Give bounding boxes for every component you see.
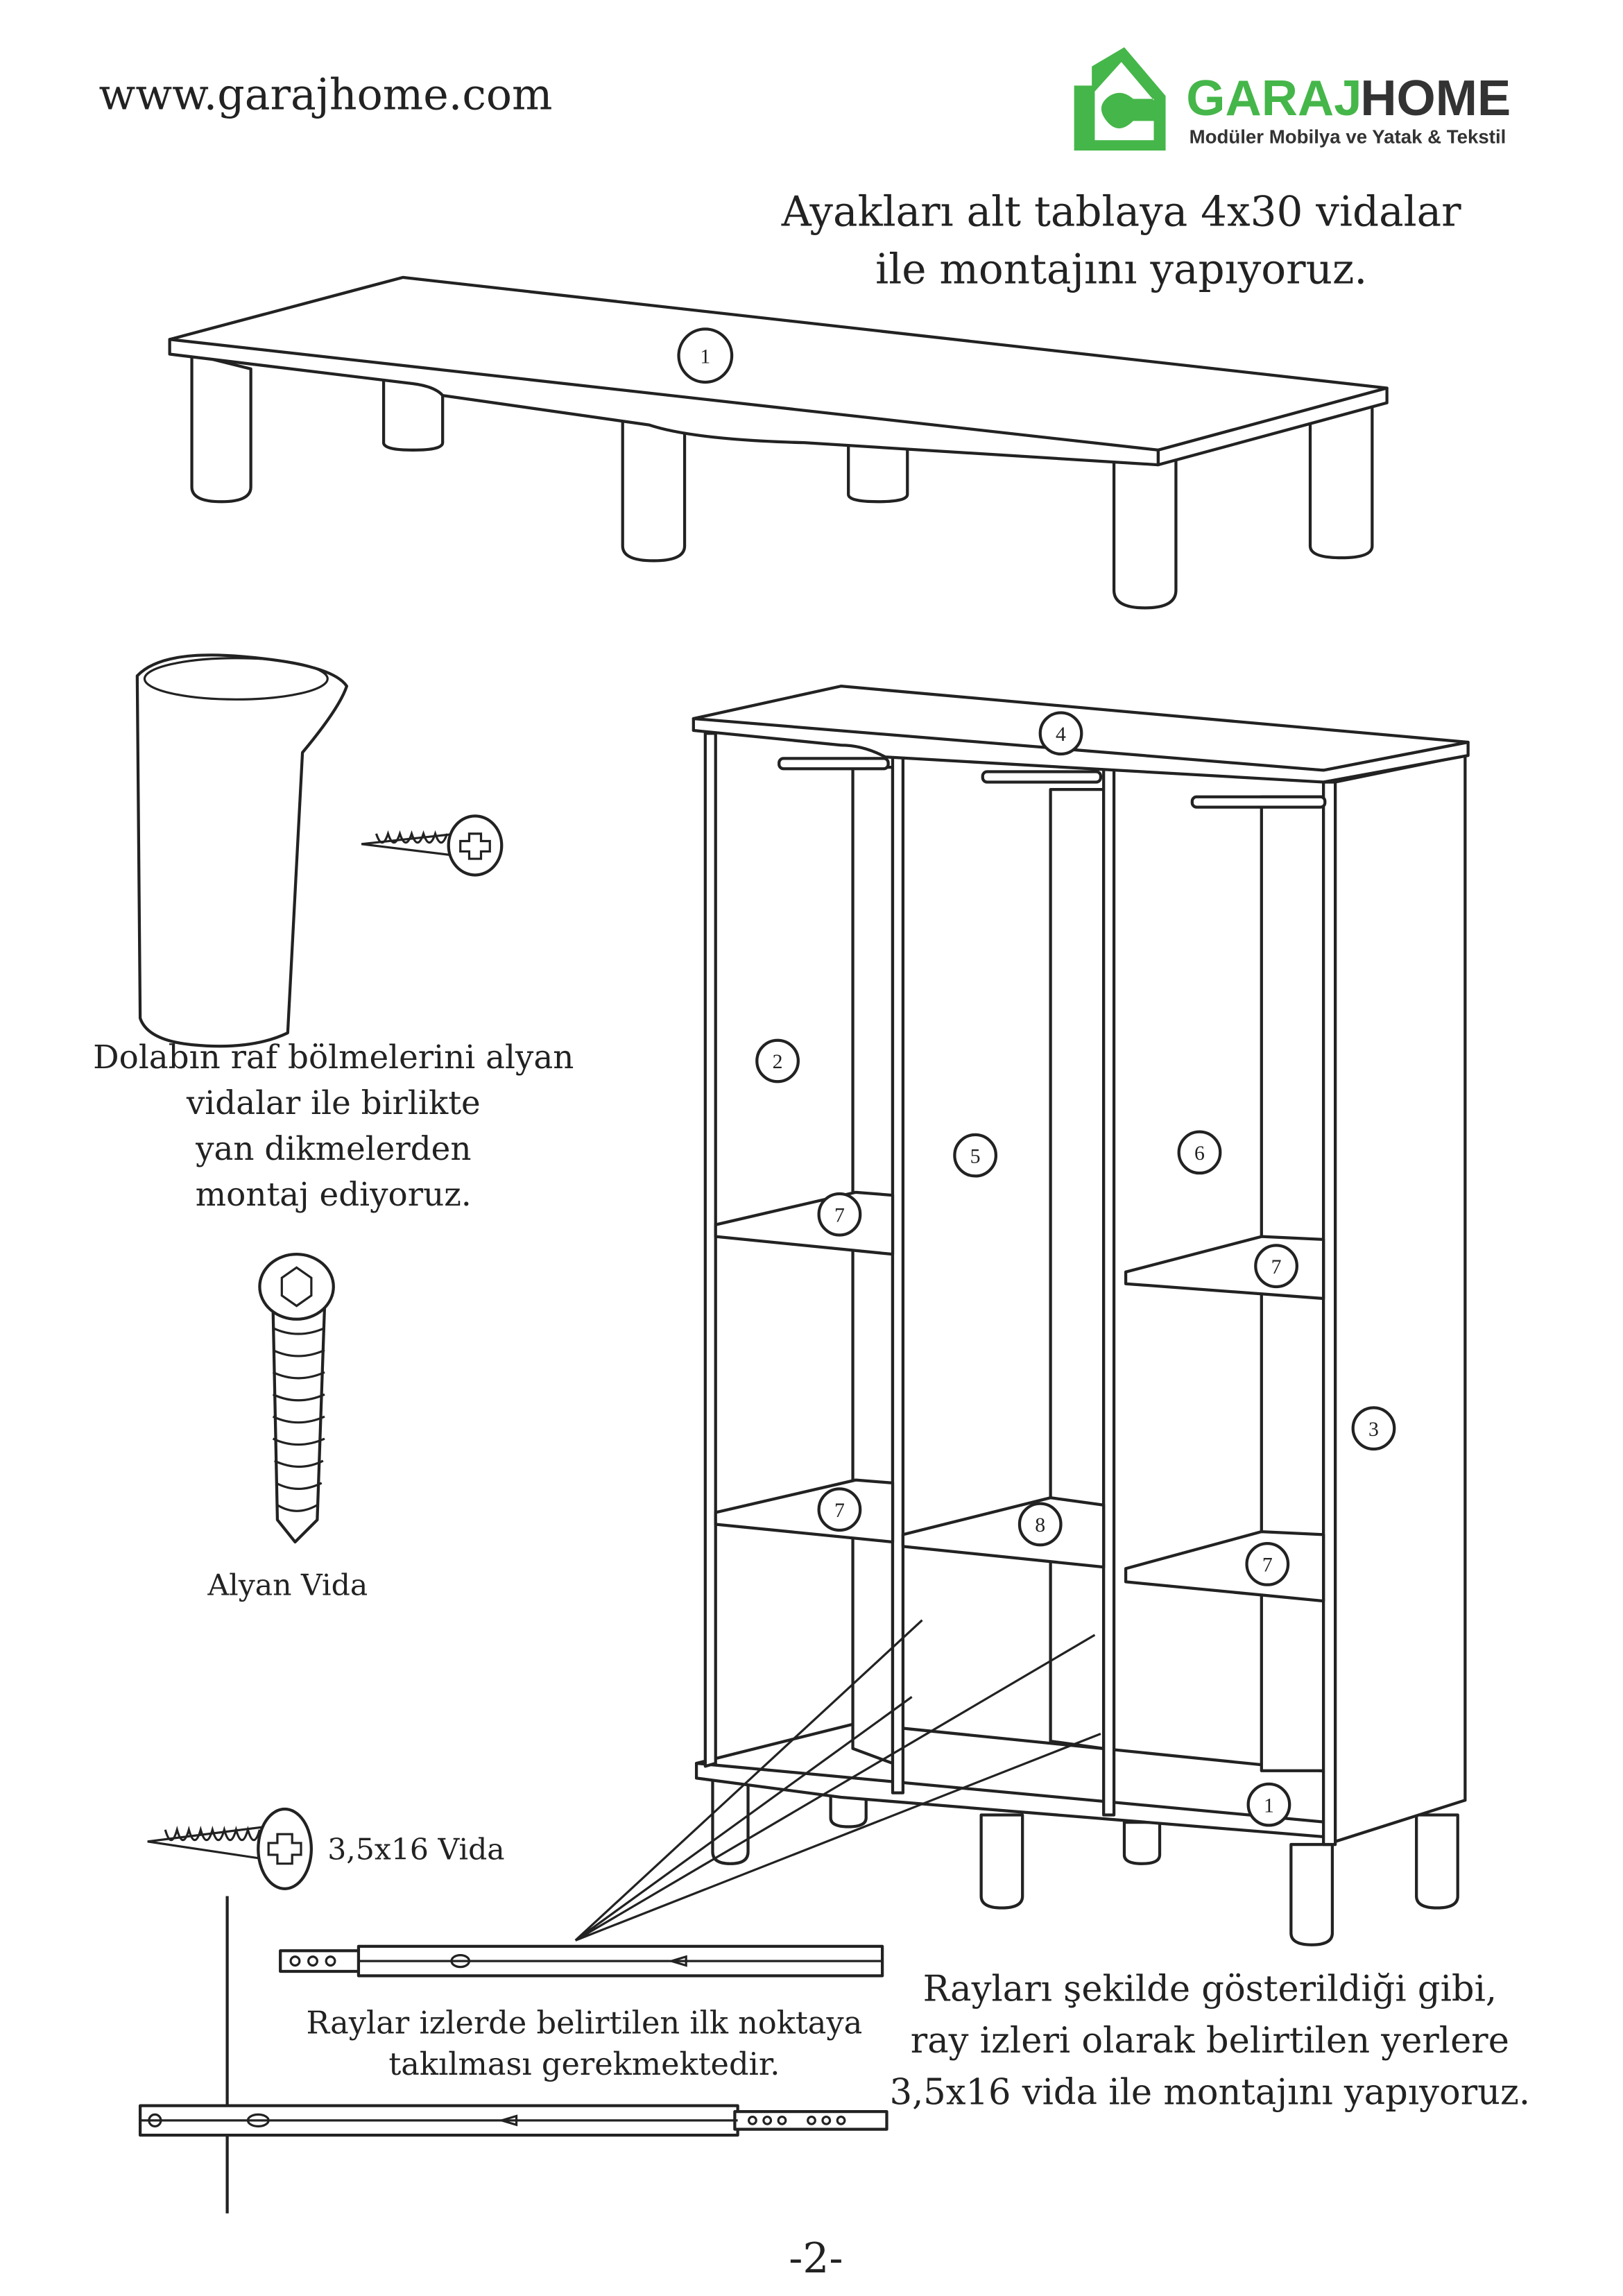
drawer-rail-top <box>279 1944 884 1978</box>
screw-3-5x16-label: 3,5x16 Vida <box>327 1833 504 1867</box>
left-note-line1: Dolabın raf bölmelerini alyan <box>93 1039 574 1077</box>
step-title-line1: Ayakları alt tablaya 4x30 vidalar <box>781 188 1461 236</box>
alyan-screw-icon <box>258 1253 335 1544</box>
logo-garaj: GARAJ <box>1186 71 1362 126</box>
base-board-diagram: 1 <box>168 275 1389 610</box>
drawer-rail-bottom <box>138 2104 888 2137</box>
left-note-line4: montaj ediyoruz. <box>196 1176 472 1214</box>
right-note-line1: Rayları şekilde gösterildiği gibi, <box>923 1969 1497 2010</box>
svg-text:5: 5 <box>970 1145 981 1167</box>
rail-note-line1: Raylar izlerde belirtilen ilk noktaya <box>307 2005 863 2041</box>
cabinet-diagram: 4 2 5 6 7 7 3 7 8 7 1 <box>574 685 1470 1946</box>
screw-3-5x16-icon <box>147 1807 313 1891</box>
leg-detail <box>135 653 349 1048</box>
svg-text:7: 7 <box>1271 1256 1282 1278</box>
website-url: www.garajhome.com <box>99 69 553 119</box>
house-g-icon <box>1074 47 1166 151</box>
svg-text:7: 7 <box>1262 1554 1273 1577</box>
garajhome-logo: GARAJ HOME Modüler Mobilya ve Yatak & Te… <box>1074 47 1511 151</box>
rail-note-line2: takılması gerekmektedir. <box>388 2046 780 2082</box>
svg-text:7: 7 <box>834 1499 845 1522</box>
page-number: -2- <box>789 2235 843 2283</box>
svg-text:3: 3 <box>1368 1418 1379 1441</box>
svg-text:8: 8 <box>1035 1514 1045 1536</box>
svg-text:1: 1 <box>1264 1794 1274 1817</box>
logo-tagline: Modüler Mobilya ve Yatak & Tekstil <box>1190 126 1506 147</box>
part-label-1: 1 <box>700 345 710 368</box>
svg-text:6: 6 <box>1194 1142 1205 1165</box>
svg-text:2: 2 <box>773 1050 783 1073</box>
step-title-line2: ile montajını yapıyoruz. <box>875 246 1367 293</box>
screw-4x30-icon <box>361 814 504 877</box>
right-note-line2: ray izleri olarak belirtilen yerlere <box>911 2021 1509 2062</box>
left-note-line3: yan dikmelerden <box>195 1131 471 1168</box>
left-note-line2: vidalar ile birlikte <box>186 1085 481 1122</box>
svg-text:4: 4 <box>1056 723 1066 746</box>
svg-text:7: 7 <box>834 1203 845 1226</box>
part-labels: 4 2 5 6 7 7 3 7 8 7 1 <box>755 711 1396 1827</box>
right-note-line3: 3,5x16 vida ile montajını yapıyoruz. <box>890 2072 1531 2113</box>
logo-home: HOME <box>1360 71 1511 126</box>
alyan-screw-label: Alyan Vida <box>207 1569 368 1603</box>
